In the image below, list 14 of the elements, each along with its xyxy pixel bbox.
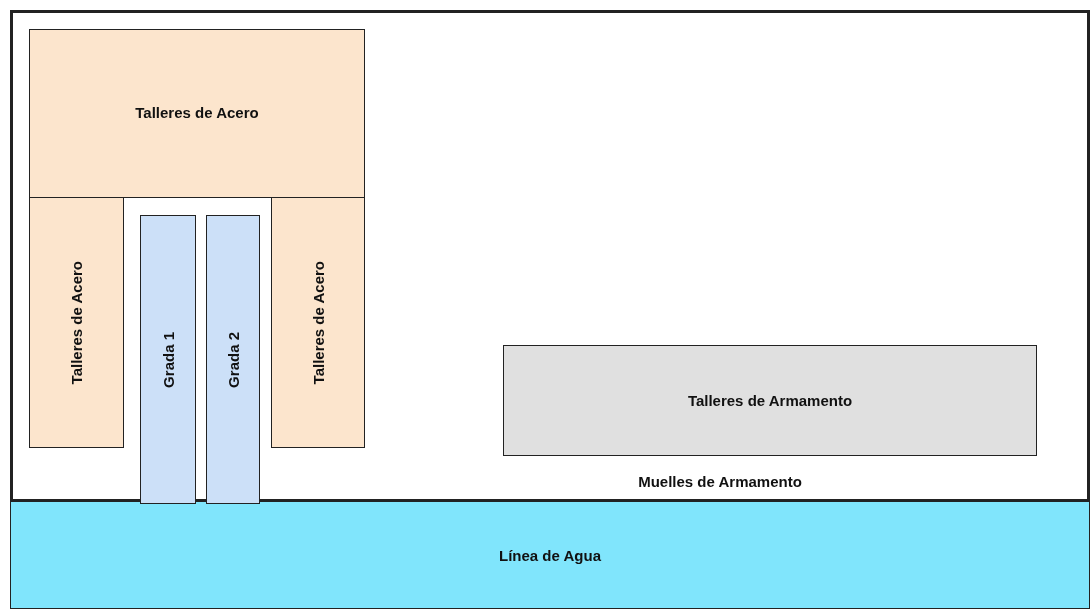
water-band xyxy=(10,501,1090,609)
area-label: Muelles de Armamento xyxy=(638,472,802,490)
area-label: Línea de Agua xyxy=(499,546,601,564)
workshop-block xyxy=(503,345,1037,456)
area-label: Talleres de Armamento xyxy=(687,392,853,409)
workshop-block xyxy=(29,197,124,448)
workshop-block xyxy=(271,197,365,448)
area-label: Grada 1 xyxy=(159,331,177,388)
area-label: Grada 2 xyxy=(224,331,242,388)
area-label: Talleres de Acero xyxy=(135,104,259,121)
area-label: Talleres de Acero xyxy=(309,260,327,385)
shipyard-area xyxy=(10,10,1090,502)
workshop-block xyxy=(29,29,365,198)
area-label: Talleres de Acero xyxy=(68,260,85,385)
